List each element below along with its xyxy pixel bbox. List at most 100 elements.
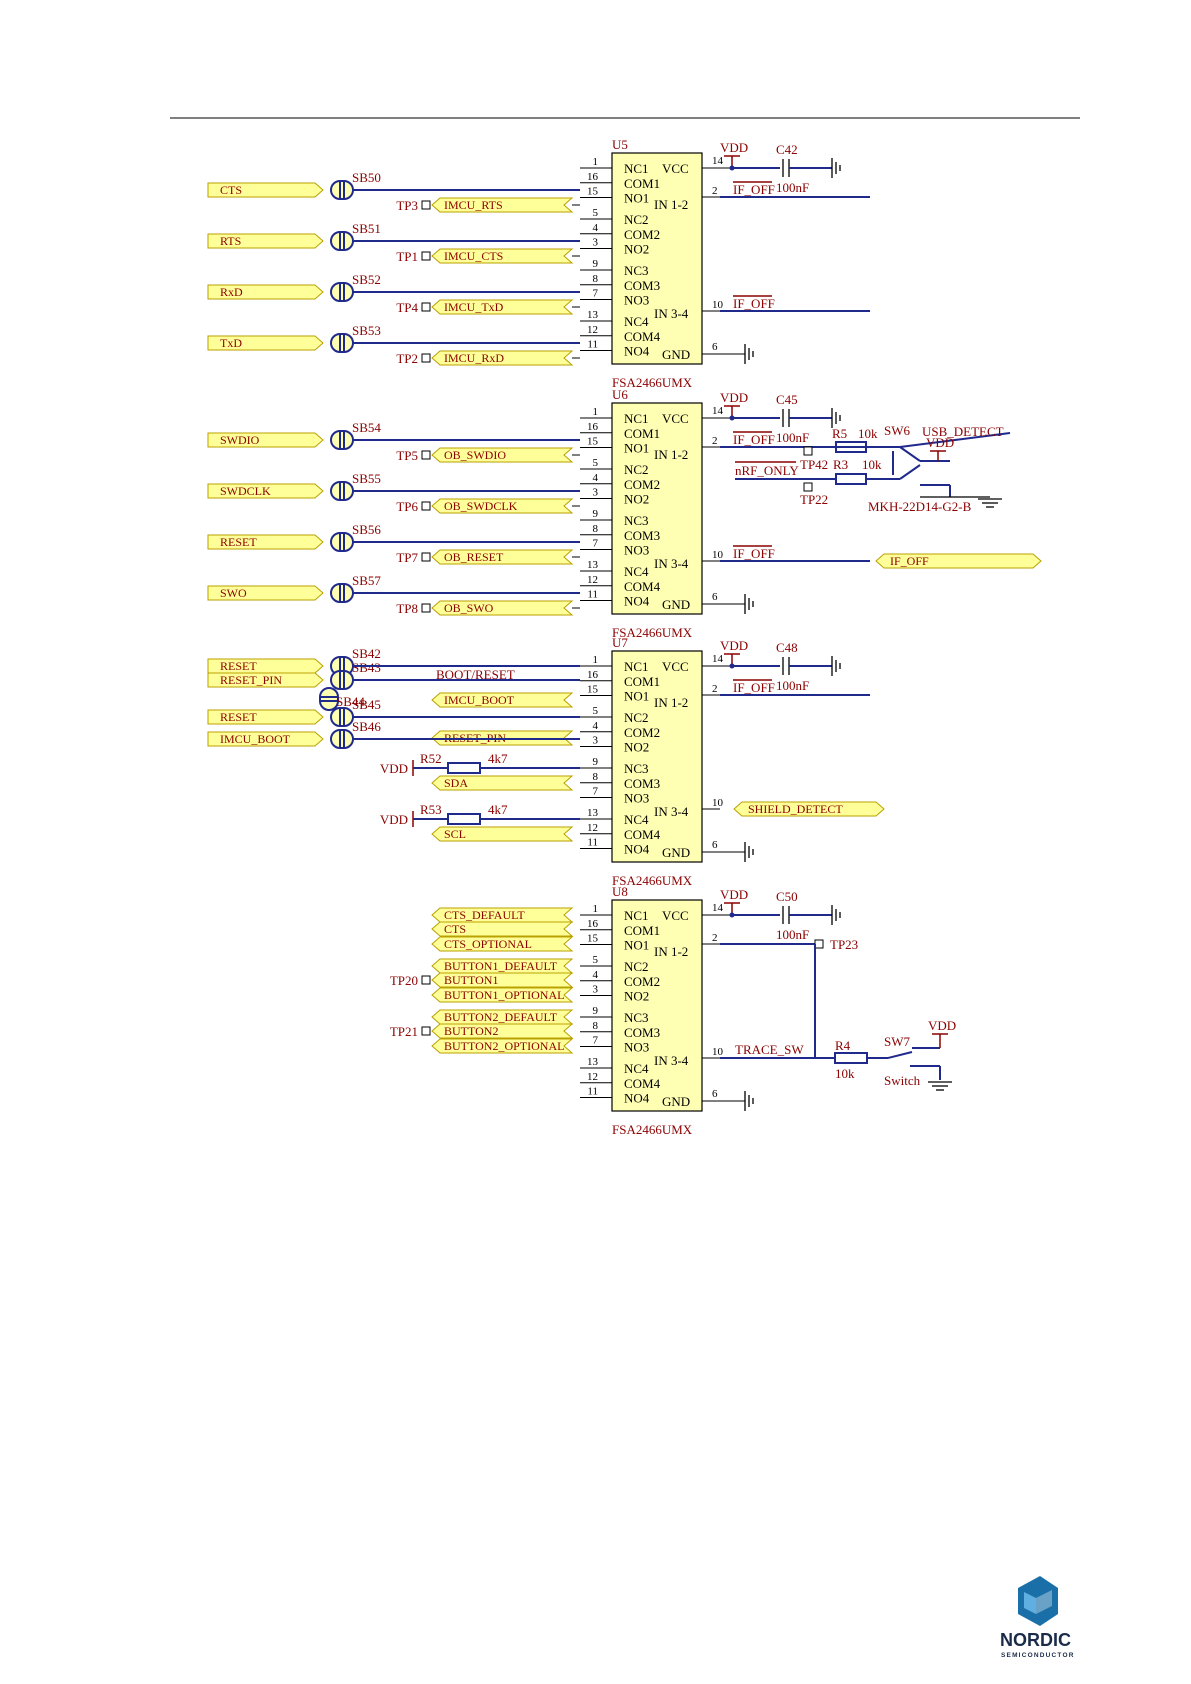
net-label-shape bbox=[431, 987, 574, 1003]
solder-bridge: SB57 bbox=[352, 573, 381, 588]
pin-name: NC1 bbox=[624, 908, 649, 923]
r4-ref: R4 bbox=[835, 1038, 851, 1053]
pin-name: NC3 bbox=[624, 761, 649, 776]
net-scl-shape bbox=[431, 826, 574, 842]
vdd-label: VDD bbox=[720, 638, 748, 653]
pin-number: 4 bbox=[593, 222, 599, 234]
cap-value: 100nF bbox=[776, 927, 809, 942]
pin-name: NC2 bbox=[624, 710, 649, 725]
pin-number: 9 bbox=[593, 1005, 599, 1017]
port-swdclk-shape bbox=[207, 483, 324, 499]
net-label-shape bbox=[431, 1038, 574, 1054]
net-label-shape bbox=[431, 248, 574, 264]
pin-name: COM4 bbox=[624, 827, 661, 842]
gnd-pin-number: 6 bbox=[712, 839, 718, 851]
pin-number: 8 bbox=[593, 1020, 599, 1032]
solder-bridge-sb44 bbox=[319, 687, 339, 711]
pin-name: NC2 bbox=[624, 212, 649, 227]
port-reset-2: RESET bbox=[220, 710, 257, 724]
pin-name: COM4 bbox=[624, 329, 661, 344]
test-point-ref: TP3 bbox=[396, 198, 418, 213]
pin-name: NO3 bbox=[624, 1040, 649, 1055]
cap-ref: C42 bbox=[776, 142, 798, 157]
in34-pin-name: IN 3-4 bbox=[654, 306, 689, 321]
pin-number: 7 bbox=[593, 538, 599, 550]
solder-bridge-body bbox=[330, 532, 354, 552]
switch-sw6-arm2 bbox=[899, 464, 921, 480]
resistor-r3-value: 10k bbox=[862, 457, 882, 472]
r53-ref: R53 bbox=[420, 802, 442, 817]
test-point-tp42 bbox=[803, 446, 813, 456]
in12-pin-name: IN 1-2 bbox=[654, 944, 688, 959]
pin-number: 12 bbox=[587, 1071, 598, 1083]
test-point bbox=[421, 552, 431, 562]
vcc-pin-number: 14 bbox=[712, 902, 724, 914]
pin-number: 16 bbox=[587, 421, 599, 433]
switch-part: MKH-22D14-G2-B bbox=[868, 499, 972, 514]
pin-name: NC2 bbox=[624, 959, 649, 974]
vdd-label: VDD bbox=[380, 812, 408, 827]
net-label: BUTTON2_OPTIONAL bbox=[444, 1039, 564, 1053]
pin-name: NO2 bbox=[624, 989, 649, 1004]
resistor-r52 bbox=[447, 762, 481, 774]
gnd-pin-name: GND bbox=[662, 1094, 690, 1109]
cap-value: 100nF bbox=[776, 180, 809, 195]
net-label: BUTTON2_DEFAULT bbox=[444, 1010, 558, 1024]
pin-number: 16 bbox=[587, 669, 599, 681]
port-txd-shape bbox=[207, 335, 324, 351]
pin-name: NC3 bbox=[624, 263, 649, 278]
solder-bridge: SB56 bbox=[352, 522, 381, 537]
pin-name: NC4 bbox=[624, 1061, 649, 1076]
pin-number: 11 bbox=[587, 589, 598, 601]
pin-name: NC4 bbox=[624, 812, 649, 827]
test-point-tp21 bbox=[421, 1026, 431, 1036]
gnd-pin-number: 6 bbox=[712, 591, 718, 603]
pin-name: NC4 bbox=[624, 314, 649, 329]
pin-number: 8 bbox=[593, 771, 599, 783]
pin-name: NO4 bbox=[624, 1091, 650, 1106]
net-label: CTS_OPTIONAL bbox=[444, 937, 532, 951]
pin-number: 12 bbox=[587, 822, 598, 834]
switch-sw7-ref: SW7 bbox=[884, 1034, 911, 1049]
solder-bridge: SB43 bbox=[352, 660, 381, 675]
pin-number: 7 bbox=[593, 786, 599, 798]
switch-sw6-arm bbox=[899, 446, 921, 462]
vcc-pin-name: VCC bbox=[662, 161, 689, 176]
gnd-pin-name: GND bbox=[662, 347, 690, 362]
pin-name: COM4 bbox=[624, 1076, 661, 1091]
pin-number: 15 bbox=[587, 933, 599, 945]
test-point-ref: TP6 bbox=[396, 499, 418, 514]
logo-subtitle: SEMICONDUCTOR bbox=[1001, 1652, 1075, 1659]
pin-name: NO4 bbox=[624, 842, 650, 857]
port-reset-pin-shape bbox=[207, 672, 324, 688]
net-label: CTS_DEFAULT bbox=[444, 908, 525, 922]
test-point bbox=[421, 302, 431, 312]
resistor-r4 bbox=[834, 1052, 868, 1064]
solder-bridge-body bbox=[330, 180, 354, 200]
boot-reset-net: BOOT/RESET bbox=[436, 667, 515, 682]
net-label-shape bbox=[431, 299, 574, 315]
test-point bbox=[421, 200, 431, 210]
test-point bbox=[421, 603, 431, 613]
solder-bridge-body bbox=[330, 430, 354, 450]
solder-bridge: SB46 bbox=[352, 719, 381, 734]
pin-name: COM1 bbox=[624, 674, 660, 689]
in12-net: IF_OFF bbox=[733, 182, 775, 197]
solder-bridge: SB44 bbox=[336, 694, 365, 709]
pin-number: 1 bbox=[593, 156, 599, 168]
solder-bridge-body bbox=[330, 583, 354, 603]
gnd-pin-number: 6 bbox=[712, 1088, 718, 1100]
pin-number: 12 bbox=[587, 324, 598, 336]
chip-ref: U6 bbox=[612, 387, 628, 402]
vcc-pin-number: 14 bbox=[712, 405, 724, 417]
logo-facet-icon bbox=[1024, 1592, 1036, 1614]
test-point bbox=[421, 251, 431, 261]
chip-ref: U8 bbox=[612, 884, 628, 899]
solder-bridge: SB50 bbox=[352, 170, 381, 185]
usb-detect-wire bbox=[899, 432, 1011, 448]
solder-bridge: SB42 bbox=[352, 646, 381, 661]
pin-number: 3 bbox=[593, 984, 599, 996]
net-label: BUTTON2 bbox=[444, 1024, 498, 1038]
